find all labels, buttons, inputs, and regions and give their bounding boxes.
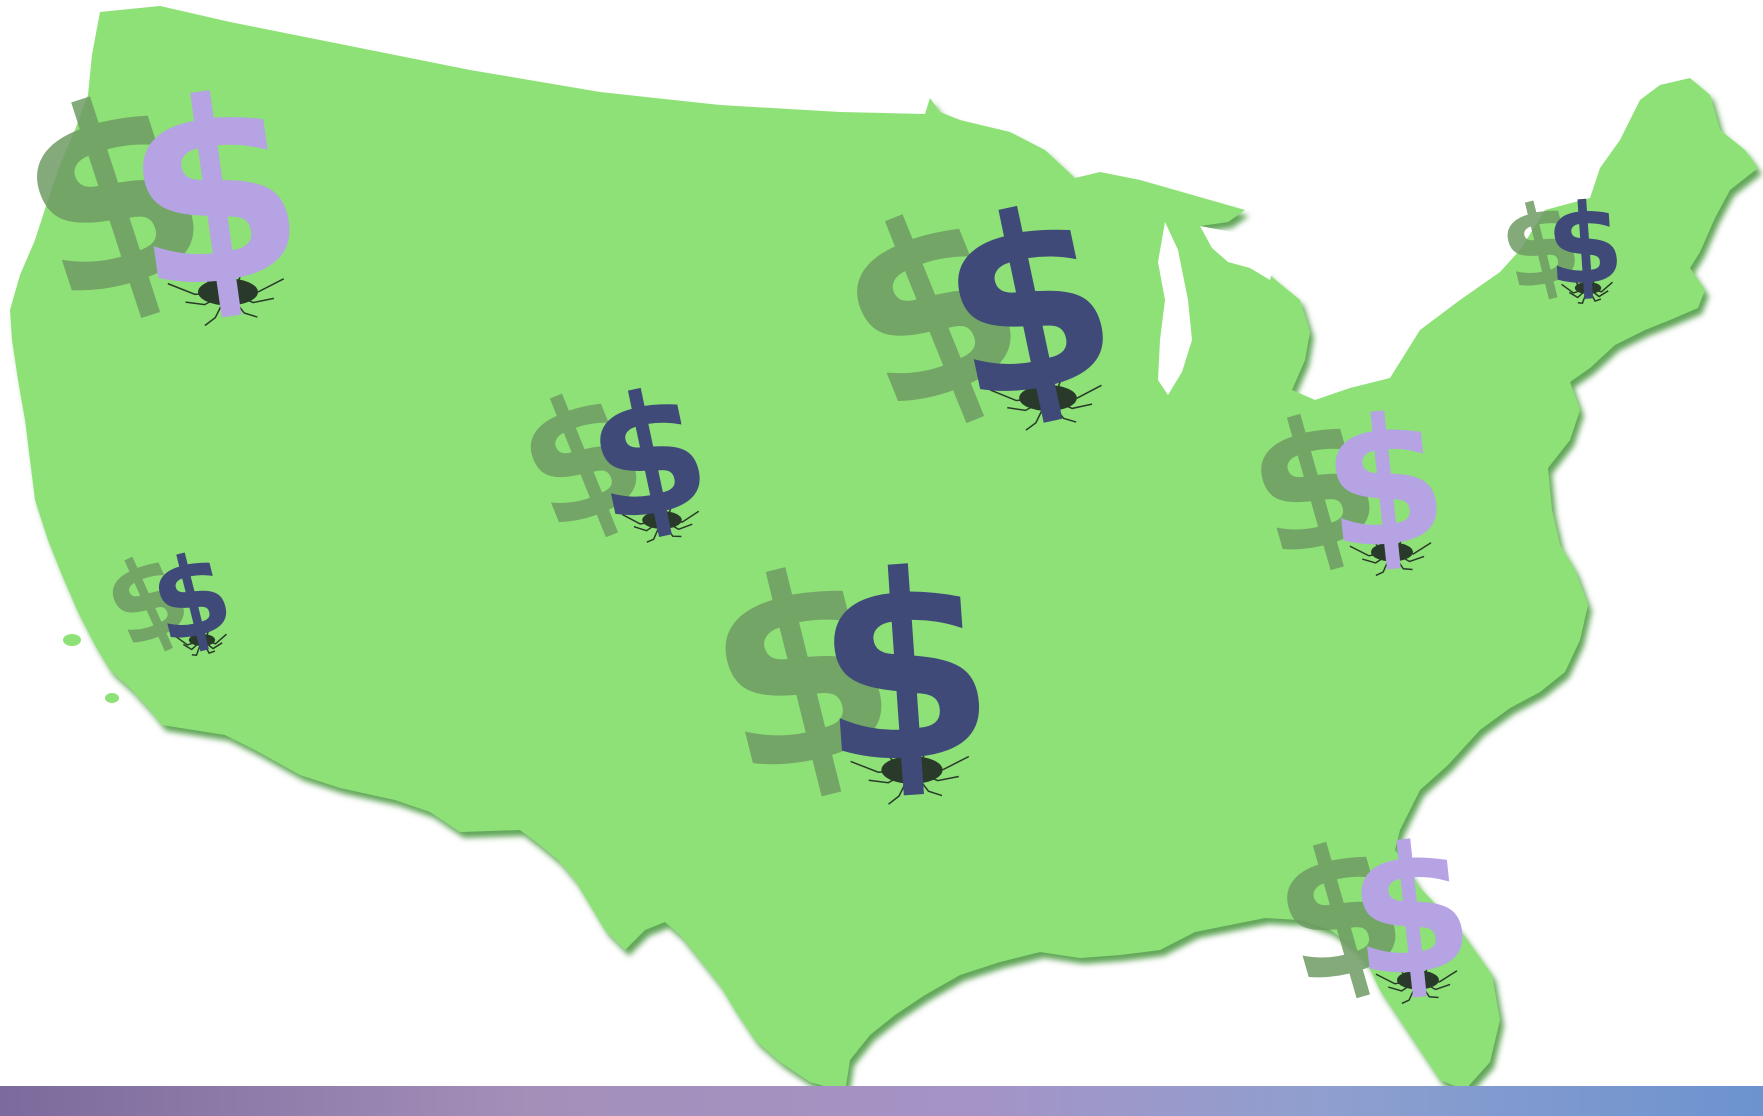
island bbox=[63, 634, 81, 646]
lake-michigan bbox=[1158, 222, 1192, 395]
dollar-sign-icon: $ bbox=[1314, 377, 1456, 592]
ground-crack-icon bbox=[1349, 529, 1432, 577]
ground-crack-icon bbox=[1375, 957, 1458, 1005]
dollar-marker-great-lakes: $$ bbox=[801, 149, 1139, 471]
ground-crack-icon bbox=[1561, 273, 1614, 304]
dollar-marker-florida: $$ bbox=[1253, 800, 1482, 1029]
lake-huron bbox=[1200, 226, 1275, 280]
ground-crack-icon bbox=[167, 260, 285, 327]
ground-crack-icon bbox=[175, 625, 228, 656]
ground-crack-icon bbox=[850, 737, 970, 805]
us-landmass bbox=[10, 6, 1758, 1092]
dollar-sign-icon: $ bbox=[1542, 178, 1627, 311]
ground-crack-icon bbox=[621, 499, 700, 543]
dollar-sign-icon: $ bbox=[1340, 805, 1482, 1020]
ground-crack-icon bbox=[989, 367, 1102, 431]
island bbox=[105, 693, 119, 703]
footer-gradient-bar bbox=[0, 1086, 1763, 1116]
dollar-markers: $$$$$$$$$$$$$$$$ bbox=[0, 33, 1628, 1029]
dollar-sign-icon: $ bbox=[108, 38, 321, 350]
dollar-sign-icon: $ bbox=[806, 516, 1004, 825]
